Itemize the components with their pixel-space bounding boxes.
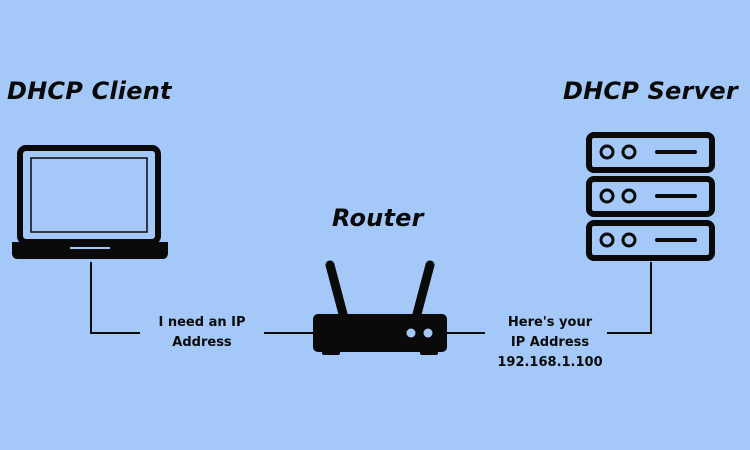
connector-client-router (90, 262, 313, 334)
server-rack-icon (586, 132, 715, 261)
reply-message-line: IP Address (510, 335, 590, 350)
server-unit-1 (586, 132, 715, 173)
request-message: I need an IP Address (140, 313, 264, 353)
request-message-line: I need an IP (158, 315, 246, 330)
laptop-icon (12, 145, 168, 259)
reply-message-line: Here's your (507, 315, 593, 330)
router-antenna-left (325, 260, 348, 319)
request-message-line: Address (172, 335, 232, 350)
reply-message-ip: 192.168.1.100 (497, 355, 603, 370)
reply-message: Here's your IP Address 192.168.1.100 (485, 313, 615, 373)
router-title: Router (332, 204, 424, 232)
server-unit-2 (586, 176, 715, 217)
connector-router-server (447, 262, 652, 334)
router-antenna-right (412, 260, 435, 319)
server-title: DHCP Server (563, 77, 738, 105)
router-icon (313, 260, 447, 355)
server-unit-3 (586, 220, 715, 261)
client-title: DHCP Client (7, 77, 172, 105)
